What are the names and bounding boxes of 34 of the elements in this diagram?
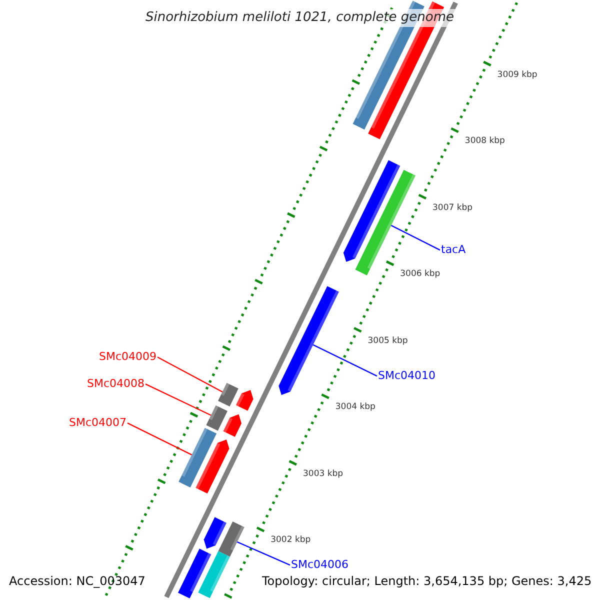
leader-line (312, 344, 378, 377)
leader-line (145, 384, 212, 416)
footer-text: Topology: circular; Length: 3,654,135 bp; Genes: 3,425 (262, 574, 592, 588)
gene-label: SMc04007 (69, 416, 127, 429)
scale-label: 3005 kbp (368, 336, 408, 346)
gene-label: SMc04006 (291, 558, 349, 571)
gene-bar (223, 414, 242, 437)
gene-bar (343, 160, 400, 262)
gene-bar (206, 405, 228, 431)
gene-bar (218, 382, 238, 407)
scale-label: 3004 kbp (335, 402, 376, 412)
gene-bar (196, 439, 230, 494)
map-title: Sinorhizobium meliloti 1021, complete genome (142, 9, 458, 27)
scale-label: 3009 kbp (497, 70, 538, 80)
gene-bar (198, 551, 230, 598)
gene-bar (236, 390, 254, 411)
gene-bar (178, 428, 217, 488)
gene-label: SMc04008 (87, 376, 145, 390)
scale-label: 3006 kbp (400, 269, 440, 280)
footer-text: Accession: NC_003047 (9, 574, 146, 588)
gene-label: SMc04010 (378, 368, 436, 382)
scale-label: 3008 kbp (464, 136, 505, 146)
gene-bar (218, 521, 244, 557)
gene-label: SMc04009 (99, 350, 157, 363)
leader-line (236, 541, 290, 566)
leader-line (390, 224, 440, 251)
scale-label: 3003 kbp (303, 468, 344, 479)
gene-label: tacA (441, 242, 466, 256)
leader-line (127, 422, 192, 456)
gene-bar (178, 548, 212, 598)
gene-bar (204, 517, 226, 549)
gene-bar (278, 286, 339, 396)
scale-label: 3002 kbp (270, 535, 311, 546)
scale-label: 3007 kbp (432, 202, 473, 213)
